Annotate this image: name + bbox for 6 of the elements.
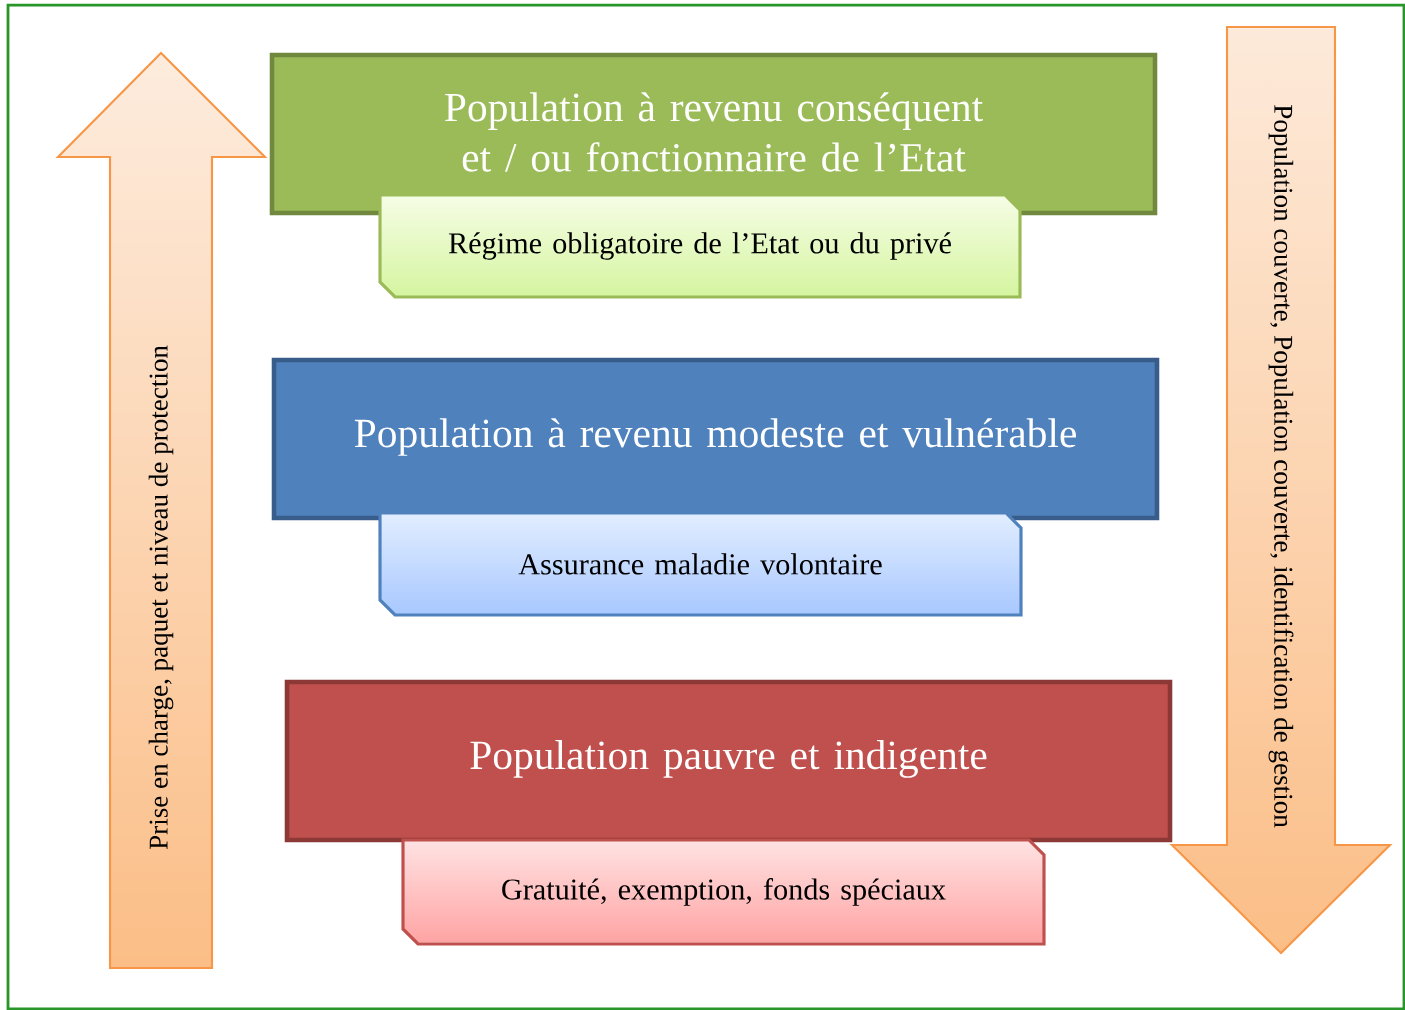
category-box: Population à revenu conséquent et / ou fonctionnaire de l’Etat: [269, 52, 1158, 216]
category-box: Population pauvre et indigente: [284, 679, 1173, 843]
scheme-tab: Assurance maladie volontaire: [378, 511, 1023, 617]
scheme-tab: Gratuité, exemption, fonds spéciaux: [401, 838, 1046, 946]
scheme-tab: Régime obligatoire de l’Etat ou du privé: [378, 193, 1022, 299]
category-box: Population à revenu modeste et vulnérable: [271, 357, 1160, 521]
